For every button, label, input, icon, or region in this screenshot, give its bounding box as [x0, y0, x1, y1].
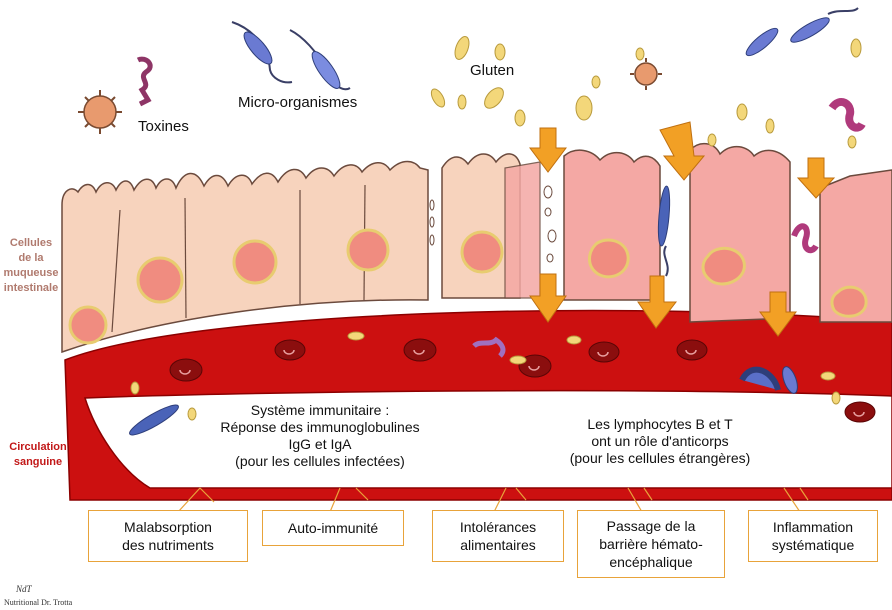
credit-name: Nutritional Dr. Trotta — [4, 598, 72, 607]
tight-junctions — [430, 200, 434, 245]
credit-signature: NdT — [16, 584, 32, 594]
blood-circulation-label: Circulation sanguine — [2, 440, 74, 470]
gluten-label: Gluten — [470, 62, 514, 79]
toxins-label: Toxines — [138, 118, 189, 135]
effect-box-blood-brain-barrier: Passage de la barrière hémato- encéphali… — [577, 510, 725, 578]
effect-box-systemic-inflammation: Inflammation systématique — [748, 510, 878, 562]
lymphocytes-text: Les lymphocytes B et T ont un rôle d'ant… — [510, 416, 810, 467]
immune-system-text: Système immunitaire : Réponse des immuno… — [170, 402, 470, 470]
microorganisms-label: Micro-organismes — [238, 94, 357, 111]
effect-box-malabsorption: Malabsorption des nutriments — [88, 510, 248, 562]
mucosa-cells-label: Cellules de la muqueuse intestinale — [2, 236, 60, 296]
effect-box-autoimmunity: Auto-immunité — [262, 510, 404, 546]
gap-particles — [544, 186, 556, 262]
effect-box-food-intolerances: Intolérances alimentaires — [432, 510, 564, 562]
